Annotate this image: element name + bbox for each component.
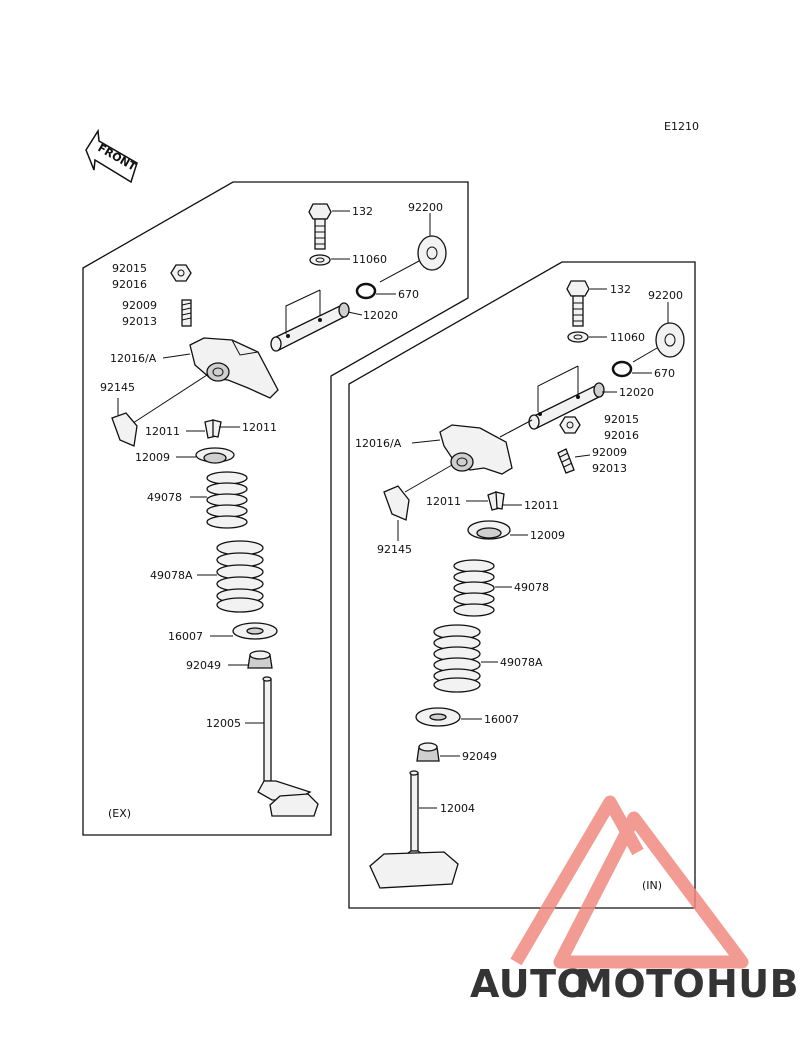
- ex-label-12009: 12009: [135, 451, 170, 464]
- in-label-12009: 12009: [530, 529, 565, 542]
- ex-label-92145: 92145: [100, 381, 135, 394]
- in-label-670: 670: [654, 367, 675, 380]
- bolt-132: [308, 203, 332, 250]
- ex-label-92049: 92049: [186, 659, 221, 672]
- ex-label-92016: 92016: [112, 278, 147, 291]
- shim-92200: [417, 235, 447, 271]
- shaft-12020: [270, 302, 350, 352]
- nut-92015-in: [559, 416, 581, 434]
- spring-49078-in: [453, 559, 495, 617]
- ex-label-11060: 11060: [352, 253, 387, 266]
- washer-92145: [111, 412, 138, 447]
- exhaust-panel: (EX) 132 11060 92200 670: [82, 181, 469, 836]
- ex-label-49078a: 49078A: [150, 569, 193, 582]
- in-label-12004: 12004: [440, 802, 475, 815]
- rocker-arm-ex: [189, 337, 279, 399]
- ex-label-92015: 92015: [112, 262, 147, 275]
- ex-label-670: 670: [398, 288, 419, 301]
- exhaust-tag: (EX): [108, 807, 131, 820]
- seat-16007-ex: [232, 622, 278, 640]
- diagram-code: E1210: [664, 120, 699, 133]
- ex-label-92013: 92013: [122, 315, 157, 328]
- retainer-12009-in: [467, 520, 511, 540]
- bolt-132-in: [566, 280, 590, 327]
- ex-label-12011a: 12011: [145, 425, 180, 438]
- spring-49078a-ex: [216, 540, 264, 613]
- in-label-92049: 92049: [462, 750, 497, 763]
- spring-49078-ex: [206, 471, 248, 529]
- screw-92009-in: [557, 448, 575, 474]
- intake-panel: (IN) 132 11060 92200 670: [348, 261, 696, 909]
- retainer-12009: [195, 447, 235, 464]
- washer-92145-in: [383, 485, 410, 521]
- in-label-92145: 92145: [377, 543, 412, 556]
- valve-12004: [369, 770, 459, 889]
- in-label-49078a: 49078A: [500, 656, 543, 669]
- in-label-92016: 92016: [604, 429, 639, 442]
- watermark-text-moto: MOTO: [575, 962, 705, 1006]
- ex-label-92009: 92009: [122, 299, 157, 312]
- ex-label-12011b: 12011: [242, 421, 277, 434]
- oring-670: [355, 282, 377, 300]
- seal-92049-in: [416, 742, 440, 762]
- shim-92200-in: [655, 322, 685, 358]
- seat-16007-in: [415, 707, 461, 727]
- in-label-92009: 92009: [592, 446, 627, 459]
- washer-11060: [309, 254, 331, 266]
- ex-label-92200: 92200: [408, 201, 443, 214]
- ex-label-12020: 12020: [363, 309, 398, 322]
- in-label-132: 132: [610, 283, 631, 296]
- ex-label-49078: 49078: [147, 491, 182, 504]
- ex-label-12005: 12005: [206, 717, 241, 730]
- screw-92009: [181, 299, 192, 327]
- in-label-12016a: 12016/A: [355, 437, 402, 450]
- ex-label-132: 132: [352, 205, 373, 218]
- watermark-text-auto: AUTO: [470, 962, 589, 1006]
- spring-49078a-in: [433, 624, 481, 693]
- washer-11060-in: [567, 331, 589, 343]
- in-label-16007: 16007: [484, 713, 519, 726]
- in-label-12020: 12020: [619, 386, 654, 399]
- ex-label-12016a: 12016/A: [110, 352, 157, 365]
- rocker-arm-in: [439, 424, 513, 475]
- in-label-12011b: 12011: [524, 499, 559, 512]
- in-label-92200: 92200: [648, 289, 683, 302]
- watermark-text-hub: HUB: [706, 962, 799, 1006]
- in-label-12011a: 12011: [426, 495, 461, 508]
- collets-12011-in: [487, 491, 505, 511]
- ex-label-16007: 16007: [168, 630, 203, 643]
- shaft-12020-in: [528, 382, 605, 430]
- logo-triangle-icon: [510, 795, 749, 969]
- in-label-92015: 92015: [604, 413, 639, 426]
- in-label-11060: 11060: [610, 331, 645, 344]
- nut-92015: [170, 264, 192, 282]
- front-arrow-icon: FRONT: [85, 128, 139, 184]
- collets-12011: [204, 419, 222, 439]
- in-label-92013: 92013: [592, 462, 627, 475]
- oring-670-in: [611, 360, 633, 378]
- seal-92049-ex: [247, 650, 273, 669]
- in-label-49078: 49078: [514, 581, 549, 594]
- valve-12005: [257, 676, 319, 817]
- watermark-logo: AUTO MOTO HUB: [470, 795, 799, 1006]
- intake-tag: (IN): [642, 879, 662, 892]
